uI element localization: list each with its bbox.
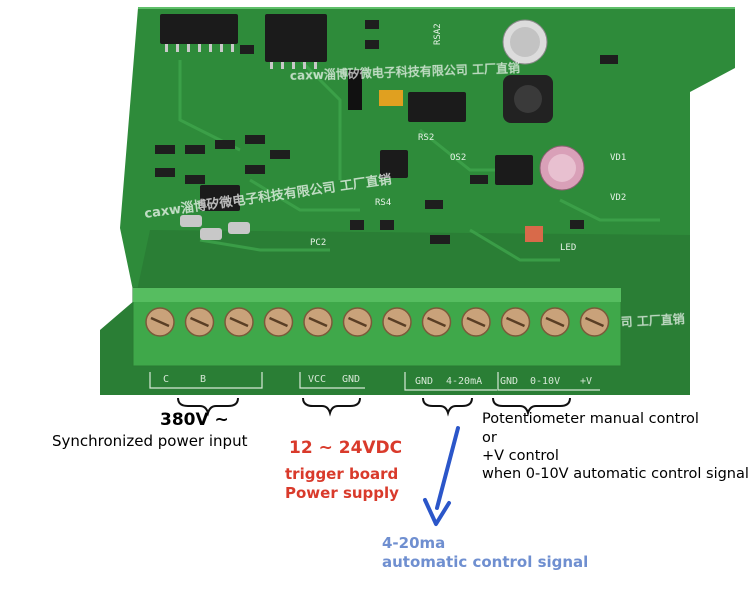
terminal-screw-slot [466,316,486,328]
terminal-label-c: C [163,374,169,385]
led [525,226,543,242]
electrolytic-capacitor-2 [539,145,585,191]
brace-ma [422,397,473,417]
brace-power-input [177,397,239,417]
terminal-screw-slot [308,316,328,328]
ma-signal-label-line-1: 4-20ma [382,534,446,552]
smd-components [155,20,618,244]
control-description-line-1: Potentiometer manual control [482,411,699,427]
terminal-screw-slot [347,316,368,328]
terminal-screw-slot [584,316,605,328]
silk-led: LED [560,243,576,253]
control-description-line-2: or [482,430,497,446]
terminal-label-gnd-2: GND [415,376,433,387]
terminal-label-vcc: VCC [308,374,326,385]
silk-rs4: RS4 [375,198,391,208]
ic-chip-4 [495,155,533,185]
braces [177,397,571,417]
ic-chip-1 [160,14,238,52]
brace-control [492,397,571,417]
silk-pc2: PC2 [310,238,326,248]
terminal-screw-slot [150,316,170,328]
supply-description-line-1: trigger board [285,465,399,483]
silk-os2: OS2 [450,153,466,163]
terminal-screws [145,307,610,337]
terminal-screw-slot [387,316,407,328]
ic-chip-6 [200,185,240,211]
silk-vd1: VD1 [610,153,626,163]
terminal-screw-slot [189,316,210,328]
pin-header [348,70,362,110]
electrolytic-capacitor-1 [502,19,548,65]
resistors [180,215,250,240]
terminal-label-plus-v: +V [580,376,592,387]
silk-rs2: RS2 [418,133,434,143]
silk-vd2: VD2 [610,193,626,203]
terminal-label-b: B [200,374,206,385]
terminal-screw-slot [268,316,289,328]
control-description-line-4: when 0-10V automatic control signal [482,466,749,482]
terminal-label-gnd-3: GND [500,376,518,387]
terminal-label-gnd-1: GND [342,374,360,385]
supply-description-line-2: Power supply [285,484,399,502]
silk-divider-lines [149,372,600,391]
terminal-label-0-10v: 0-10V [530,376,560,387]
control-description-line-3: +V control [482,448,559,464]
ic-chip-5 [380,150,408,178]
arrow-4-20ma [423,426,460,526]
terminal-screw-slot [229,316,249,328]
terminal-block [132,287,622,367]
tantalum-capacitor [379,90,403,106]
terminal-screw-slot [505,316,526,328]
terminal-screw-slot [426,316,447,328]
ma-signal-label-line-2: automatic control signal [382,553,589,571]
brace-supply [302,397,361,417]
supply-voltage-label: 12 ~ 24VDC [289,438,403,458]
ic-chip-2 [265,14,327,69]
ic-chip-3 [408,92,466,122]
power-input-description: Synchronized power input [52,432,248,450]
terminal-label-4-20ma: 4-20mA [446,376,482,387]
power-input-voltage-label: 380V ~ [160,410,229,430]
silk-rsa2: RSA2 [433,23,443,45]
terminal-screw-slot [545,316,565,328]
